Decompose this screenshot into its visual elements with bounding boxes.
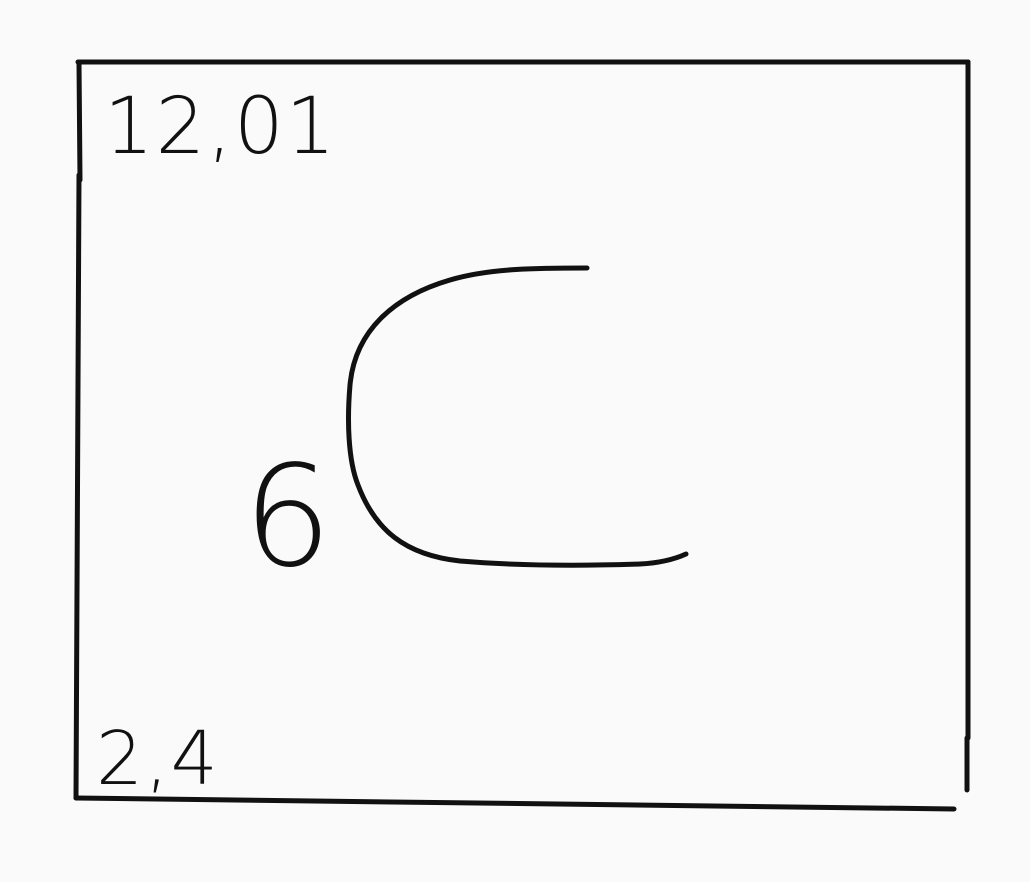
middle-label: 6 [243, 436, 335, 599]
frame-right-edge [964, 59, 971, 793]
frame-left-edge [73, 60, 83, 801]
frame-bottom-edge [73, 795, 957, 812]
c-curve [346, 265, 689, 568]
bottom-left-label: 2,4 [96, 716, 220, 802]
top-left-label: 12,01 [104, 82, 338, 172]
